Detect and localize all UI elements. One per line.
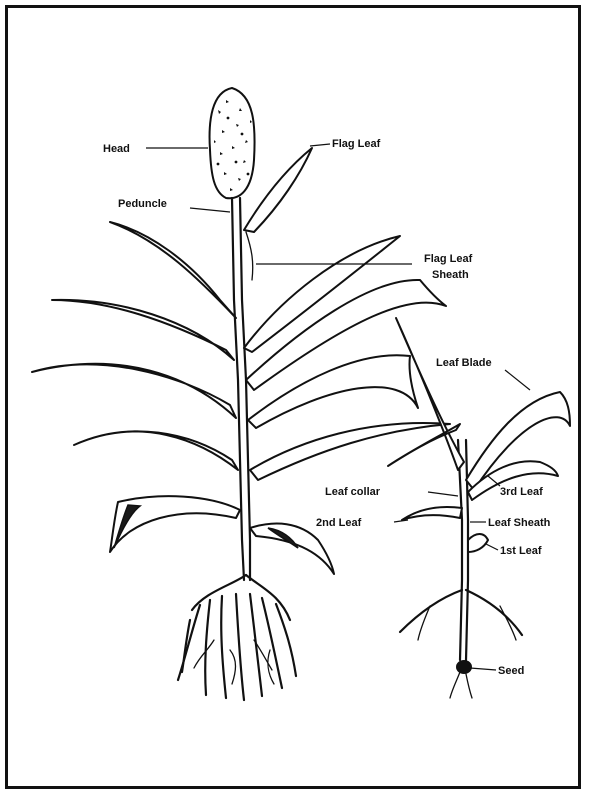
labels: Head Flag Leaf Peduncle Flag Leaf Sheath… — [103, 138, 551, 677]
leader-lines — [146, 144, 530, 670]
label-leaf-blade: Leaf Blade — [436, 357, 492, 369]
label-third-leaf: 3rd Leaf — [500, 486, 543, 498]
plant-head — [210, 88, 255, 198]
mature-roots — [178, 575, 296, 700]
label-head: Head — [103, 143, 130, 155]
label-leaf-sheath: Leaf Sheath — [488, 517, 551, 529]
label-flag-leaf-sheath-line2: Sheath — [432, 269, 469, 281]
label-second-leaf: 2nd Leaf — [316, 517, 362, 529]
label-peduncle: Peduncle — [118, 198, 167, 210]
label-leaf-collar: Leaf collar — [325, 486, 381, 498]
label-first-leaf: 1st Leaf — [500, 545, 542, 557]
label-flag-leaf-sheath-line1: Flag Leaf — [424, 253, 473, 265]
seedling — [388, 318, 570, 698]
label-flag-leaf: Flag Leaf — [332, 138, 381, 150]
mature-plant — [32, 88, 450, 700]
label-seed: Seed — [498, 665, 524, 677]
